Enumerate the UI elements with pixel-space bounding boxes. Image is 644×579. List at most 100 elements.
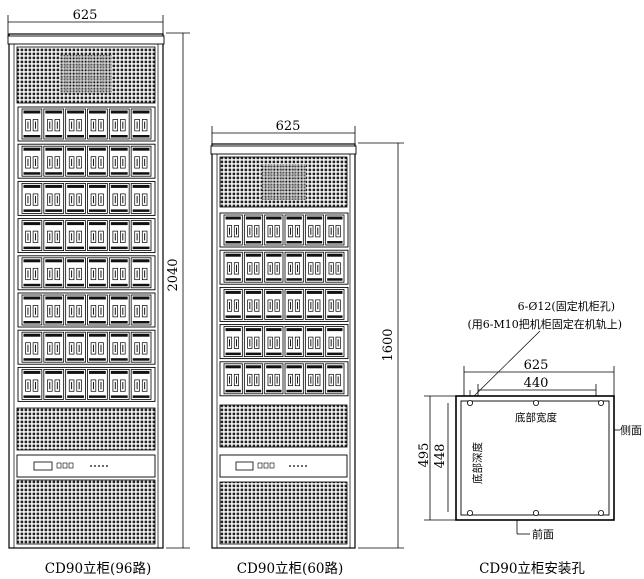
rectifier-module — [130, 182, 152, 214]
rectifier-module — [284, 288, 304, 320]
mid-display — [235, 461, 254, 471]
rectifier-module — [65, 108, 86, 140]
rectifier-module — [108, 182, 130, 214]
module-row — [17, 366, 156, 402]
rectifier-module — [87, 294, 108, 326]
rectifier-module — [130, 108, 152, 140]
side-label: 侧面 — [620, 424, 642, 437]
left-control-panel — [16, 454, 156, 478]
left-module-rows — [17, 106, 156, 402]
rectifier-module — [304, 251, 325, 283]
rectifier-module — [108, 257, 130, 289]
rectifier-module — [65, 368, 86, 400]
rectifier-module — [43, 368, 65, 400]
rectifier-module — [304, 326, 325, 358]
rectifier-module — [243, 326, 264, 358]
base-caption: CD90立柜安装孔 — [479, 561, 585, 577]
rectifier-module — [223, 214, 243, 246]
module-row — [17, 329, 156, 365]
rectifier-module — [325, 214, 345, 246]
rectifier-module — [304, 363, 325, 395]
rectifier-module — [21, 145, 43, 177]
left-caption: CD90立柜(96路) — [45, 561, 152, 577]
front-label: 前面 — [532, 527, 554, 541]
rectifier-module — [108, 331, 130, 363]
module-row — [219, 361, 349, 397]
rectifier-module — [43, 108, 65, 140]
base-plate-inner — [460, 400, 610, 516]
mounting-holes — [466, 399, 605, 516]
rectifier-module — [243, 288, 264, 320]
rectifier-module — [65, 294, 86, 326]
rectifier-module — [223, 251, 243, 283]
rectifier-module — [43, 182, 65, 214]
rectifier-module — [87, 145, 108, 177]
rectifier-module — [87, 182, 108, 214]
rectifier-module — [108, 220, 130, 252]
rectifier-module — [264, 326, 284, 358]
hole-spec-label: 6-Ø12(固定机柜孔) — [518, 299, 615, 313]
base-inner-depth-label: 448 — [433, 444, 448, 469]
rectifier-module — [223, 363, 243, 395]
mounting-hole — [533, 509, 540, 516]
rectifier-module — [65, 257, 86, 289]
rectifier-module — [130, 257, 152, 289]
module-row — [219, 324, 349, 360]
mid-control-panel — [219, 454, 348, 478]
rectifier-module — [130, 145, 152, 177]
rectifier-module — [108, 368, 130, 400]
bottom-depth-label: 底部深度 — [471, 442, 484, 484]
rectifier-module — [264, 288, 284, 320]
rectifier-module — [108, 108, 130, 140]
rectifier-module — [243, 214, 264, 246]
mounting-hole — [598, 399, 605, 406]
hole-leader-line — [469, 330, 541, 401]
left-top-fan-grill — [60, 55, 112, 93]
rectifier-module — [87, 108, 108, 140]
rectifier-module — [65, 220, 86, 252]
rectifier-module — [223, 326, 243, 358]
rectifier-module — [304, 288, 325, 320]
rectifier-module — [43, 331, 65, 363]
mid-width-label: 625 — [276, 119, 301, 134]
left-height-label: 2040 — [166, 258, 181, 291]
module-row — [17, 180, 156, 216]
left-mid-vent — [16, 407, 156, 451]
rectifier-module — [43, 294, 65, 326]
left-width-label: 625 — [73, 8, 98, 23]
rectifier-module — [21, 368, 43, 400]
left-top-cap — [7, 35, 165, 45]
mounting-hole — [533, 399, 540, 406]
mid-mid-vent — [219, 404, 348, 448]
rectifier-module — [21, 108, 43, 140]
rectifier-module — [65, 145, 86, 177]
rectifier-module — [87, 368, 108, 400]
rectifier-module — [130, 331, 152, 363]
mid-top-cap — [210, 145, 357, 155]
rectifier-module — [284, 251, 304, 283]
rectifier-module — [108, 294, 130, 326]
bottom-width-label: 底部宽度 — [515, 411, 557, 424]
rectifier-module — [65, 331, 86, 363]
mid-bottom-vent — [219, 481, 348, 545]
base-outer-depth-label: 495 — [417, 443, 432, 468]
rectifier-module — [43, 145, 65, 177]
rectifier-module — [43, 220, 65, 252]
mounting-hole — [466, 509, 473, 516]
rectifier-module — [130, 220, 152, 252]
left-bottom-vent — [16, 479, 156, 545]
rectifier-module — [284, 363, 304, 395]
rectifier-module — [325, 363, 345, 395]
rectifier-module — [130, 294, 152, 326]
mid-indicator-buttons — [257, 462, 307, 469]
rectifier-module — [21, 220, 43, 252]
base-inner-width-label: 440 — [524, 376, 549, 391]
rectifier-module — [87, 220, 108, 252]
rectifier-module — [87, 331, 108, 363]
rectifier-module — [65, 182, 86, 214]
module-row — [219, 212, 349, 248]
module-row — [219, 286, 349, 322]
rectifier-module — [21, 257, 43, 289]
rectifier-module — [325, 326, 345, 358]
rectifier-module — [264, 214, 284, 246]
